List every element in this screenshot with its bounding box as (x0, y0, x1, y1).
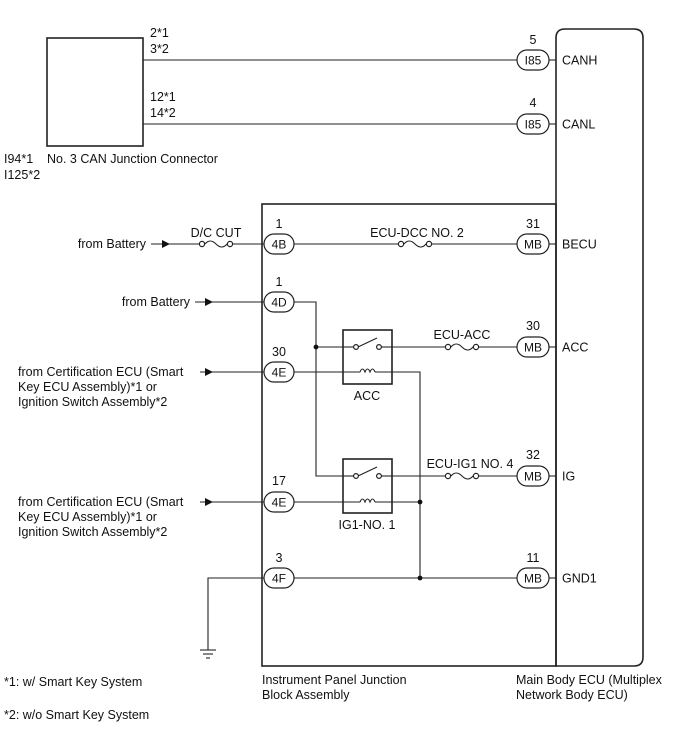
dc-cut-fuse-label: D/C CUT (191, 226, 242, 240)
canl-connector (516, 113, 550, 135)
gnd-junction (417, 575, 423, 581)
ecu-dcc-fuse-label: ECU-DCC NO. 2 (370, 226, 464, 240)
gnd-pin-out: 11 (527, 551, 540, 565)
becu-pin-in: 1 (276, 217, 283, 231)
ig-coil-junction (417, 499, 423, 505)
main-body-ecu-box (555, 28, 644, 667)
note-no-smart-key: *2: w/o Smart Key System (4, 708, 149, 722)
ig1-relay-box (342, 458, 393, 514)
ecu-ig1-fuse (450, 472, 474, 480)
acc-pin-out: 30 (526, 319, 540, 333)
ig-coil-source-line-3: Ignition Switch Assembly*2 (18, 525, 167, 539)
gnd-connector-out-code: MB (524, 572, 542, 586)
acc-coil-pin-in: 30 (272, 345, 286, 359)
acc-relay-label: ACC (354, 389, 380, 403)
connector-label: No. 3 CAN Junction Connector (47, 152, 218, 166)
ig-coil-source-line-2: Key ECU Assembly)*1 or (18, 510, 157, 524)
ecu-ig1-fuse-label: ECU-IG1 NO. 4 (427, 457, 514, 471)
junction-label-line-2: Block Assembly (262, 688, 350, 702)
ig-pin-out: 32 (526, 448, 540, 462)
ecu-acc-fuse-label: ECU-ACC (434, 328, 491, 342)
becu-pin-out: 31 (526, 217, 540, 231)
acc-coil-arrow (205, 368, 213, 376)
acc-source-arrow (205, 298, 213, 306)
acc-coil-connector-in-code: 4E (272, 366, 287, 380)
canl-pin-number: 4 (530, 96, 537, 110)
note-smart-key: *1: w/ Smart Key System (4, 675, 142, 689)
junction-block-box (261, 203, 557, 667)
canh-pin-label-2: 3*2 (150, 42, 169, 56)
dc-cut-fuse (204, 240, 228, 248)
ig-coil-connector-in-code: 4E (272, 496, 287, 510)
canh-signal-name: CANH (562, 54, 597, 68)
gnd-pin-in: 3 (276, 551, 283, 565)
canl-pin-label-2: 14*2 (150, 106, 176, 120)
ecu-dcc-fuse (403, 240, 427, 248)
ig1-relay-label: IG1-NO. 1 (339, 518, 396, 532)
canl-pin-label-1: 12*1 (150, 90, 176, 104)
connector-code-2: I125*2 (4, 168, 40, 182)
acc-connector-in-code: 4D (271, 296, 287, 310)
becu-signal-name: BECU (562, 238, 597, 252)
acc-bus-wire (294, 301, 343, 477)
acc-signal-name: ACC (562, 341, 588, 355)
ig-coil-pin-in: 17 (272, 474, 286, 488)
acc-source-label: from Battery (122, 295, 191, 309)
acc-relay-box (342, 329, 393, 385)
canl-connector-code: I85 (525, 118, 542, 132)
canh-connector-code: I85 (525, 54, 542, 68)
acc-coil-source-line-2: Key ECU Assembly)*1 or (18, 380, 157, 394)
gnd-connector-in-code: 4F (272, 572, 286, 586)
canh-connector (516, 49, 550, 71)
ig-coil-source-line-1: from Certification ECU (Smart (18, 495, 184, 509)
ig-connector-out-code: MB (524, 470, 542, 484)
becu-arrow (162, 240, 170, 248)
connector-code-1: I94*1 (4, 152, 33, 166)
becu-source-label: from Battery (78, 237, 147, 251)
becu-connector-in-code: 4B (272, 238, 287, 252)
acc-relay-switch (357, 337, 378, 348)
acc-coil-source-line-3: Ignition Switch Assembly*2 (18, 395, 167, 409)
ecu-acc-fuse (450, 343, 474, 351)
acc-branch-junction (313, 344, 319, 350)
becu-connector-out-code: MB (524, 238, 542, 252)
acc-relay-coil (343, 368, 392, 374)
acc-coil-ground-wire (392, 371, 421, 578)
gnd-signal-name: GND1 (562, 572, 597, 586)
junction-label-line-1: Instrument Panel Junction (262, 673, 407, 687)
acc-pin-in: 1 (276, 275, 283, 289)
canh-pin-number: 5 (530, 33, 537, 47)
can-junction-connector-box (46, 37, 144, 147)
ground-wire (207, 577, 264, 650)
ig1-relay-switch (357, 466, 378, 477)
ig-signal-name: IG (562, 470, 575, 484)
acc-connector-out-code: MB (524, 341, 542, 355)
ig1-relay-coil (343, 498, 392, 504)
canh-pin-label-1: 2*1 (150, 26, 169, 40)
acc-coil-source-line-1: from Certification ECU (Smart (18, 365, 184, 379)
canl-signal-name: CANL (562, 118, 595, 132)
ig-coil-arrow (205, 498, 213, 506)
ecu-label-line-1: Main Body ECU (Multiplex (516, 673, 663, 687)
ecu-label-line-2: Network Body ECU) (516, 688, 628, 702)
